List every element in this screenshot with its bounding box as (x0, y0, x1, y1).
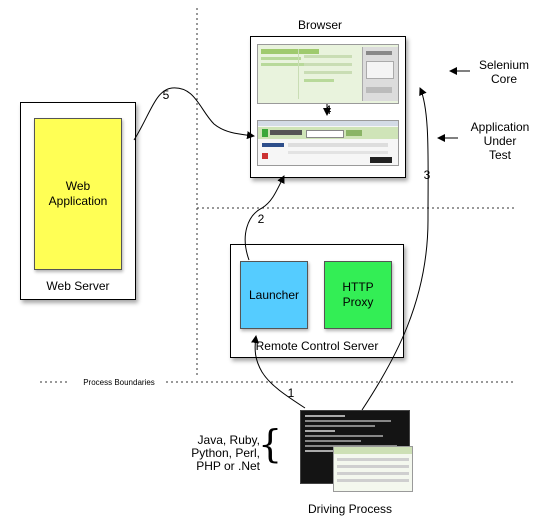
web-server-caption: Web Server (46, 279, 110, 293)
step-3-label: 3 (423, 168, 431, 182)
web-application-box: Web Application (34, 118, 122, 270)
driving-process-label: Driving Process (307, 502, 393, 516)
application-under-test-label: Application Under Test (470, 120, 530, 162)
selenium-core-label: Selenium Core (478, 58, 530, 86)
selenium-core-screenshot (257, 44, 399, 104)
step-1-arrow (251, 335, 306, 409)
results-table-screenshot (333, 446, 413, 492)
step-3-arrow (361, 87, 429, 411)
application-under-test-screenshot (257, 120, 399, 166)
step-2-label: 2 (257, 212, 265, 226)
launcher-box: Launcher (240, 261, 308, 329)
web-server-box: Web Application Web Server (20, 102, 136, 300)
browser-box (250, 36, 406, 178)
process-boundaries-label: Process Boundaries (83, 378, 155, 387)
http-proxy-box: HTTP Proxy (324, 261, 392, 329)
step-1-label: 1 (287, 386, 295, 400)
browser-title: Browser (297, 18, 342, 32)
brace-icon: { (258, 422, 283, 466)
step-5-arrow (133, 87, 255, 141)
step-2-arrow (244, 175, 285, 261)
step-5-label: 5 (162, 88, 170, 102)
remote-control-server-box: Launcher HTTP Proxy Remote Control Serve… (230, 244, 404, 358)
languages-label: Java, Ruby, Python, Perl, PHP or .Net (191, 433, 260, 473)
remote-control-server-caption: Remote Control Server (255, 339, 379, 353)
